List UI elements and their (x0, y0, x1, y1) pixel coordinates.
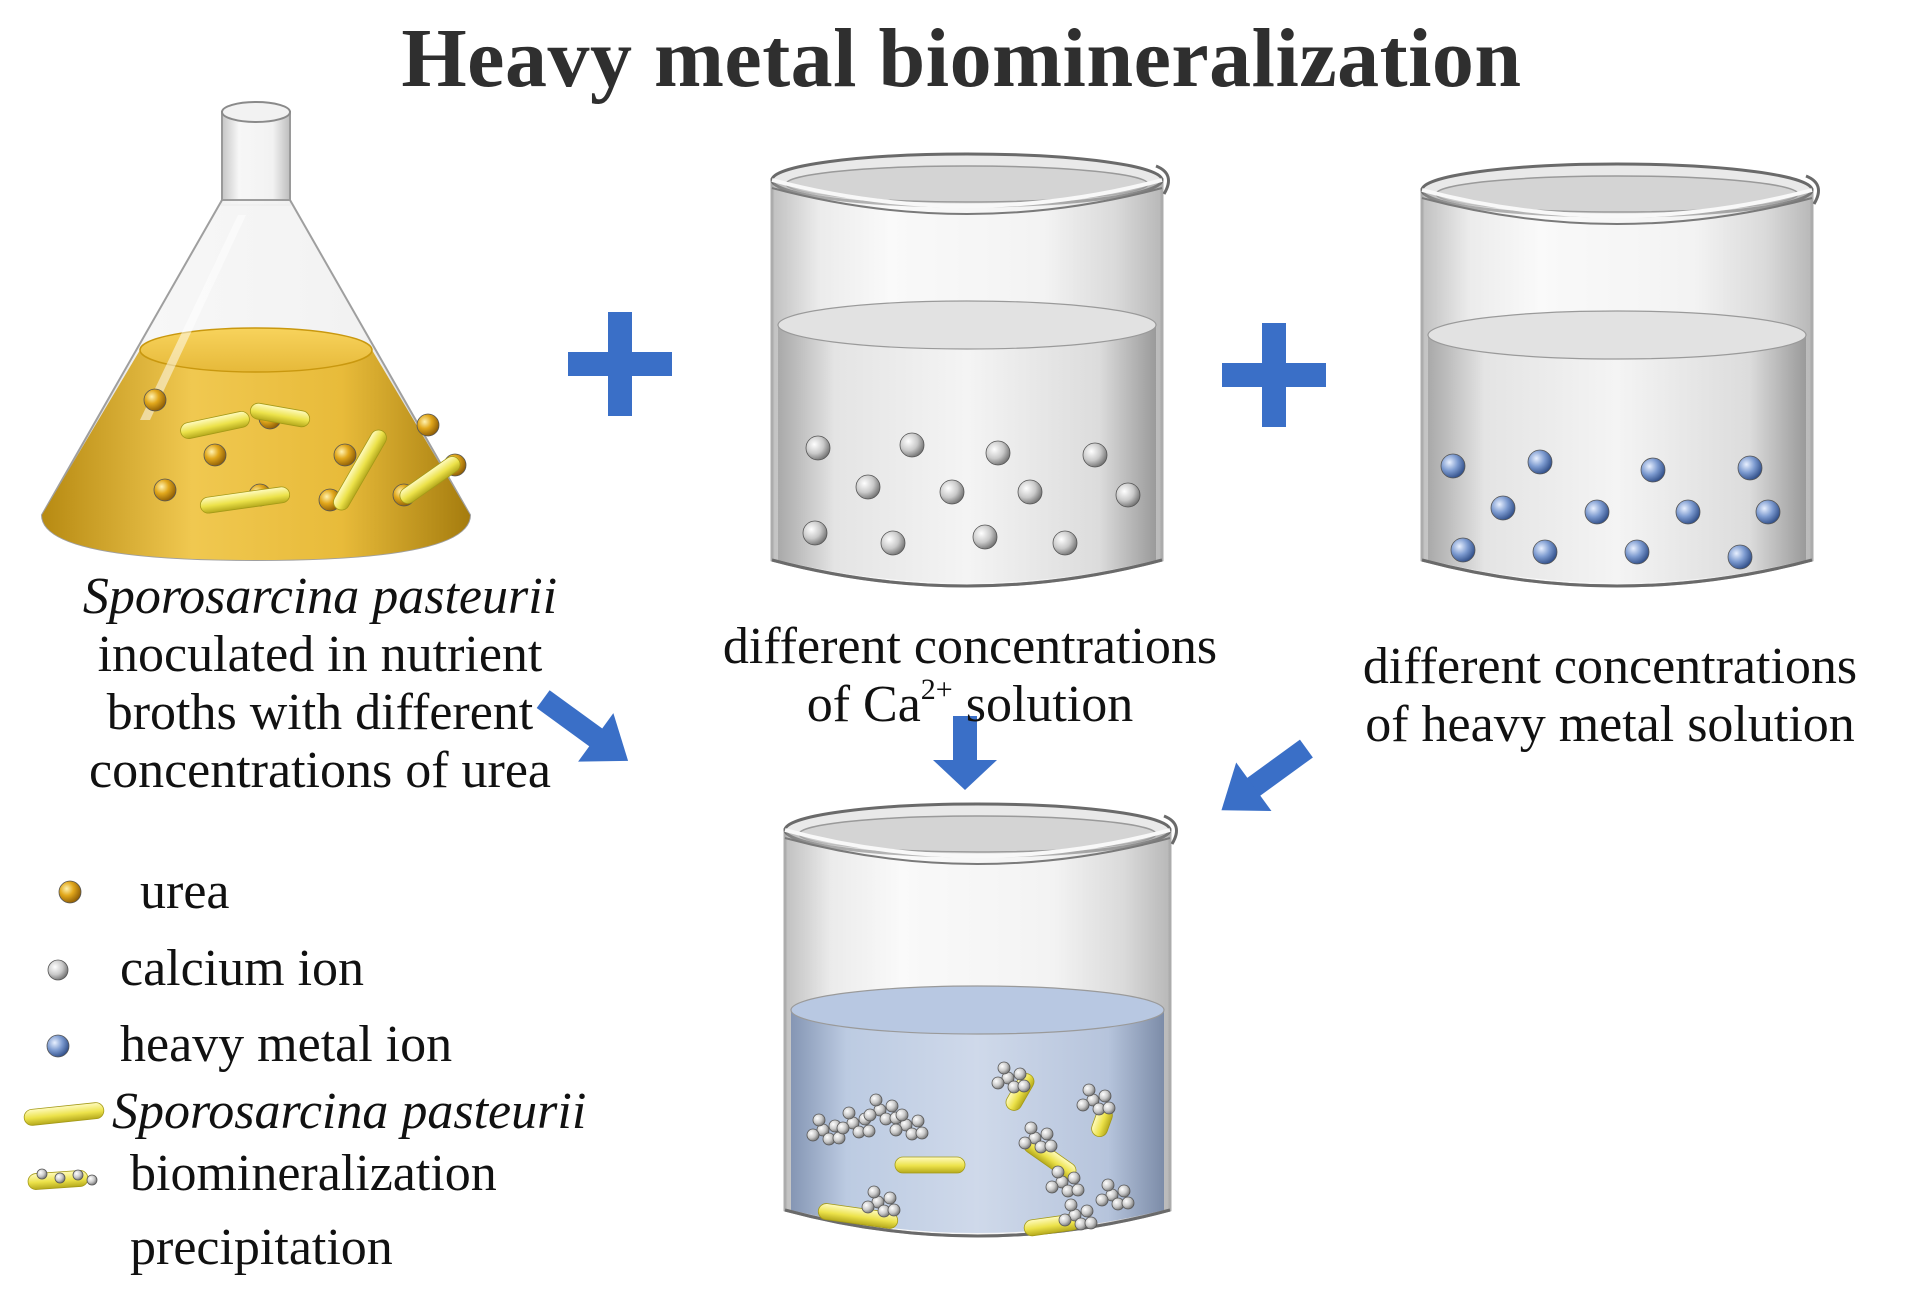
heavy-metal-ion (1440, 453, 1466, 479)
beaker-metal-caption: different concentrations of heavy metal … (1300, 638, 1920, 754)
legend-label: urea (140, 863, 230, 920)
bacteria-rod (894, 1156, 966, 1174)
beaker-heavy-metal-solution (1420, 162, 1820, 588)
legend-item-heavy-metal: heavy metal ion (20, 1013, 452, 1077)
heavy-metal-ion (1755, 499, 1781, 525)
heavy-metal-ion (1640, 457, 1666, 483)
legend-label: heavy metal ion (120, 1016, 453, 1073)
urea-molecule (333, 443, 357, 467)
legend-label: precipitation (130, 1219, 393, 1276)
precipitate-cluster (1018, 1121, 1058, 1154)
flask-caption-line: concentrations of urea (88, 742, 551, 799)
precipitate-cluster (1058, 1198, 1098, 1231)
precipitate-legend-icon (27, 1168, 98, 1190)
arrow-down-right-icon (536, 690, 629, 762)
precipitate-cluster (1045, 1165, 1085, 1198)
legend-item-bacteria: Sporosarcina pasteurii (20, 1080, 586, 1144)
beaker-metal-caption-line1: different concentrations (1362, 638, 1858, 695)
flask-caption: Sporosarcina pasteurii inoculated in nut… (20, 568, 620, 800)
beaker-ca-caption-line1: different concentrations (722, 618, 1218, 675)
calcium-ion (802, 520, 828, 546)
heavy-metal-ion (1675, 499, 1701, 525)
plus-icon (1222, 323, 1326, 427)
heavy-metal-ion (1490, 495, 1516, 521)
legend-item-calcium: calcium ion (20, 937, 364, 1001)
heavy-metal-ion (1624, 539, 1650, 565)
bacteria-rod (399, 456, 461, 504)
beaker-calcium-solution (770, 152, 1170, 588)
solution-text: solution (952, 676, 1134, 733)
beaker-result (783, 802, 1178, 1238)
heavy-metal-ion (1737, 455, 1763, 481)
arrow-down-left-icon (1221, 739, 1313, 812)
calcium-ion (1017, 479, 1043, 505)
calcium-ion (1052, 530, 1078, 556)
precipitate-cluster (889, 1108, 929, 1141)
heavy-metal-legend-icon (46, 1034, 70, 1058)
urea-molecule (153, 478, 177, 502)
bacteria-rod (817, 1203, 899, 1229)
precipitate-cluster (991, 1061, 1031, 1094)
flask-caption-species: Sporosarcina pasteurii (82, 568, 558, 625)
urea-molecule (203, 443, 227, 467)
ca-text: of Ca (806, 676, 921, 733)
calcium-ion (985, 440, 1011, 466)
heavy-metal-ion (1450, 537, 1476, 563)
legend-item-precipitation: biomineralization (20, 1142, 497, 1206)
ca-charge: 2+ (920, 672, 953, 706)
bacteria-rod (249, 402, 311, 428)
arrow-down-icon (933, 716, 997, 790)
calcium-ion (1115, 482, 1141, 508)
legend-item-precipitation-line2: precipitation (20, 1216, 393, 1280)
plus-icon (568, 312, 672, 416)
precipitate-cluster (861, 1185, 901, 1218)
calcium-ion (939, 479, 965, 505)
legend-label: Sporosarcina pasteurii (112, 1083, 587, 1140)
flask-caption-line: broths with different (106, 684, 534, 741)
calcium-legend-icon (47, 959, 69, 981)
urea-legend-icon (58, 880, 82, 904)
legend-label: biomineralization (130, 1145, 497, 1202)
urea-molecule (143, 388, 167, 412)
bacteria-rod (180, 410, 250, 440)
diagram-title: Heavy metal biomineralization (401, 12, 1522, 105)
legend-item-urea: urea (20, 860, 229, 924)
precipitate-cluster (1076, 1083, 1116, 1116)
calcium-ion (1082, 442, 1108, 468)
heavy-metal-ion (1532, 539, 1558, 565)
beaker-ca-caption-line2: of Ca2+ solution (660, 672, 1280, 734)
bacteria-rod (199, 486, 291, 514)
calcium-ion (899, 432, 925, 458)
heavy-metal-ion (1727, 544, 1753, 570)
beaker-metal-caption-line2: of heavy metal solution (1365, 696, 1855, 753)
calcium-ion (855, 474, 881, 500)
heavy-metal-ion (1527, 449, 1553, 475)
heavy-metal-ion (1584, 499, 1610, 525)
beaker-ca-caption: different concentrations of Ca2+ solutio… (660, 618, 1280, 734)
bacteria-legend-icon (23, 1102, 105, 1126)
calcium-ion (805, 435, 831, 461)
urea-molecule (416, 413, 440, 437)
flask-caption-line: inoculated in nutrient (97, 626, 543, 683)
erlenmeyer-flask (40, 101, 472, 562)
precipitate-cluster (1095, 1178, 1135, 1211)
bacteria-rod (333, 429, 387, 511)
legend-label: calcium ion (120, 940, 365, 997)
calcium-ion (880, 530, 906, 556)
calcium-ion (972, 524, 998, 550)
